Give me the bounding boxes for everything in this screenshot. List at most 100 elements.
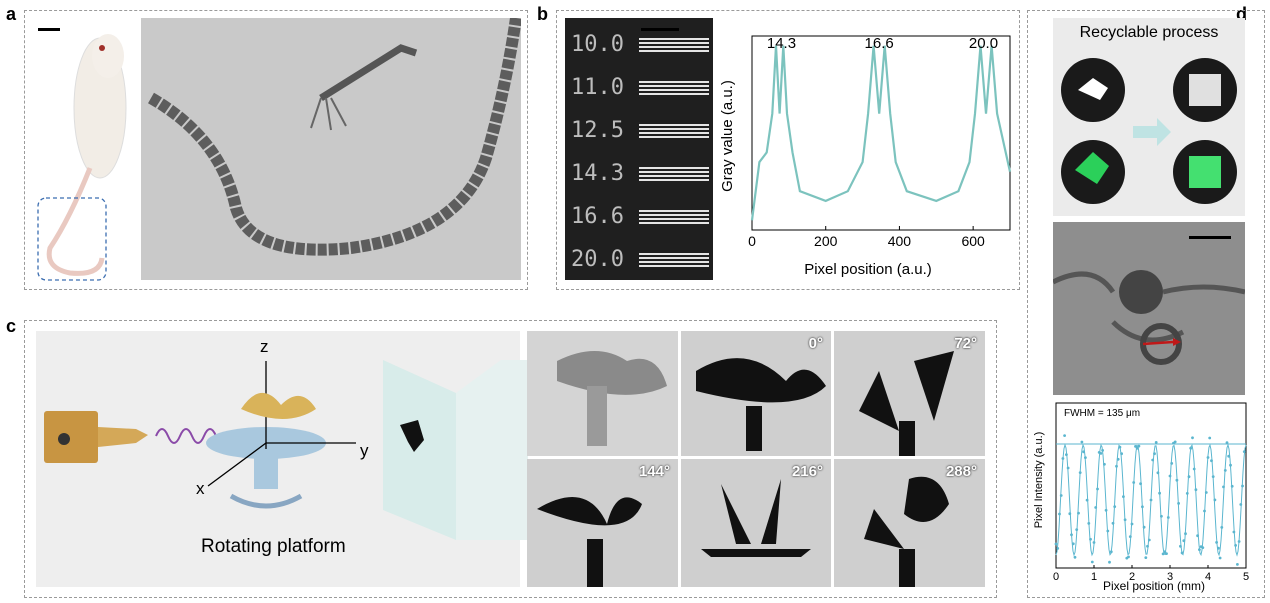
ruler-line (639, 265, 709, 267)
projection-144: 144° (527, 459, 678, 587)
circuit-board-xray (1051, 222, 1246, 395)
data-point (1210, 459, 1213, 463)
data-point (1213, 498, 1217, 502)
data-point (1222, 485, 1225, 489)
data-point (1099, 452, 1103, 455)
data-point (1059, 494, 1063, 497)
data-point (1103, 462, 1106, 466)
data-point (1191, 436, 1194, 440)
mouse-photo (30, 18, 135, 282)
recyclable-process-panel: Recyclable process (1053, 18, 1245, 216)
ruler-label: 20.0 (571, 247, 624, 272)
data-point (1206, 456, 1210, 459)
angle-label-216: 216° (791, 463, 823, 480)
data-point (1084, 456, 1087, 459)
ruler-line (639, 85, 709, 87)
data-point (1227, 454, 1231, 458)
scale-bar (38, 28, 60, 31)
angle-label-144: 144° (638, 463, 670, 480)
projection-72: 72° (834, 331, 985, 456)
data-point (1106, 529, 1110, 533)
sample-photo (527, 331, 678, 456)
data-point (1054, 542, 1058, 546)
butterfly-sample (241, 392, 316, 419)
data-point (1087, 522, 1091, 525)
data-point (1144, 556, 1148, 559)
data-point (1085, 498, 1089, 502)
data-point (1092, 541, 1096, 544)
data-point (1177, 502, 1180, 505)
data-point (1225, 441, 1229, 445)
data-point (1082, 450, 1085, 454)
data-point (1065, 453, 1068, 456)
data-point (1063, 434, 1066, 437)
ruler-line (639, 93, 709, 95)
data-point (1163, 550, 1167, 554)
x-tick-label: 5 (1243, 571, 1249, 583)
data-point (1180, 551, 1184, 555)
data-point (1066, 466, 1070, 470)
ruler-line (639, 218, 709, 220)
ruler-line (639, 210, 709, 212)
x-tick-label: 0 (748, 233, 756, 249)
ruler-label: 12.5 (571, 118, 624, 143)
data-point (1096, 487, 1099, 491)
ruler-label: 14.3 (571, 161, 624, 186)
data-point (1161, 552, 1165, 556)
projection-0: 0° (681, 331, 831, 456)
ruler-line (639, 46, 709, 48)
data-point (1229, 463, 1232, 467)
x-tick-label: 0 (1053, 571, 1059, 583)
detector-screen (383, 360, 528, 540)
data-point (1134, 445, 1137, 448)
data-point (1135, 446, 1139, 450)
panel-letter-a: a (6, 4, 17, 24)
data-point (1071, 542, 1075, 546)
data-point (1104, 508, 1108, 512)
data-point (1132, 481, 1136, 484)
data-point (1137, 444, 1141, 448)
ruler-line (639, 179, 709, 181)
data-point (1101, 449, 1104, 452)
ruler-line (639, 50, 709, 52)
data-point (1198, 548, 1201, 551)
data-point (1236, 563, 1239, 566)
x-axis-label: x (196, 479, 205, 498)
data-point (1217, 546, 1220, 550)
x-tick-label: 600 (961, 233, 985, 249)
data-point (1165, 552, 1168, 555)
data-point (1187, 475, 1191, 479)
data-point (1239, 503, 1243, 506)
ruler-line (639, 253, 709, 255)
data-point (1204, 491, 1208, 494)
data-point (1149, 498, 1153, 502)
data-point (1128, 535, 1132, 538)
x-tick-label: 200 (814, 233, 838, 249)
data-point (1230, 484, 1234, 488)
data-point (1118, 445, 1122, 449)
ruler-line (639, 167, 709, 169)
data-point (1139, 482, 1142, 486)
data-point (1184, 532, 1187, 536)
data-point (1218, 556, 1222, 560)
data-point (1109, 550, 1113, 554)
x-tick-label: 1 (1091, 571, 1097, 583)
data-point (1080, 440, 1084, 444)
data-point (1141, 505, 1144, 509)
platform-label: Rotating platform (201, 536, 346, 557)
data-point (1058, 512, 1061, 516)
ruler-label: 11.0 (571, 75, 624, 100)
data-point (1237, 540, 1241, 543)
data-point (1120, 452, 1123, 456)
data-point (1078, 471, 1082, 474)
data-point (1130, 522, 1134, 526)
y-axis-label: y (360, 441, 369, 460)
rotation-arrow (229, 493, 303, 509)
x-axis-label: Pixel position (a.u.) (804, 261, 932, 278)
data-point (1146, 544, 1149, 548)
ruler-line (639, 257, 709, 259)
panel-a-frame (24, 10, 528, 290)
data-point (1153, 452, 1156, 456)
data-point (1113, 505, 1117, 508)
ruler-line (639, 81, 709, 83)
